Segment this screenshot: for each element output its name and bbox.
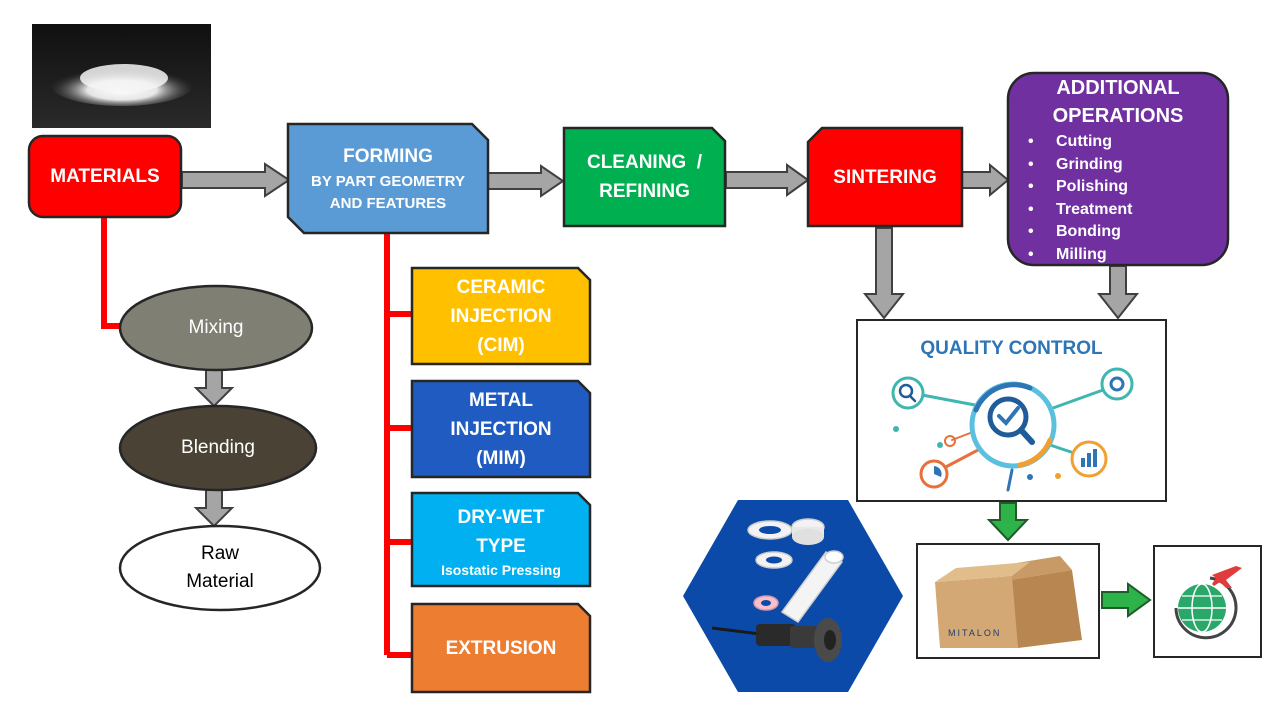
ceramic-line-3: (CIM) [477, 334, 525, 356]
op-item: Milling [1026, 244, 1132, 267]
extrusion-label: EXTRUSION [445, 637, 557, 659]
mixing-label: Mixing [188, 317, 244, 338]
ceramic-box-shape [410, 266, 592, 366]
forming-box: FORMING BY PART GEOMETRY AND FEATURES [288, 124, 488, 233]
raw-label-2: Material [186, 571, 254, 592]
blending-oval-shape [118, 404, 318, 492]
metal-line-3: (MIM) [476, 447, 526, 469]
op-item: Polishing [1026, 176, 1132, 199]
metal-line-2: INJECTION [450, 418, 552, 440]
cleaning-line-2: REFINING [599, 181, 690, 202]
metal-injection-box: METAL INJECTION (MIM) [412, 381, 590, 477]
raw-label-1: Raw [200, 543, 239, 564]
mixing-oval-shape [118, 284, 314, 372]
drywet-line-2: TYPE [476, 536, 526, 557]
arrow-sintering-qc [862, 227, 906, 320]
extrusion-box: EXTRUSION [412, 604, 590, 692]
mixing-oval: Mixing [120, 286, 312, 370]
materials-box-shape [27, 134, 183, 219]
drywet-line-3: Isostatic Pressing [441, 562, 561, 578]
qc-illustration [891, 367, 1134, 492]
additional-ops-title: ADDITIONAL OPERATIONS [1008, 74, 1228, 130]
blending-oval: Blending [120, 406, 316, 490]
materials-box: MATERIALS [29, 136, 181, 217]
drywet-line-1: DRY-WET [457, 507, 545, 528]
sintering-box-shape [806, 126, 964, 228]
op-item: Treatment [1026, 199, 1132, 222]
arrow-sintering-additional [961, 162, 1010, 198]
additional-title-1: ADDITIONAL [1056, 77, 1180, 99]
forming-title: FORMING [343, 146, 433, 167]
arrow-cleaning-sintering [725, 163, 810, 197]
forming-subtitle-2: AND FEATURES [329, 195, 447, 212]
op-item: Bonding [1026, 221, 1132, 244]
arrow-mixing-blending [193, 369, 235, 408]
green-arrows [986, 502, 1152, 618]
sintering-label: SINTERING [833, 166, 937, 188]
globe-plane-icon [1174, 566, 1242, 640]
op-item: Cutting [1026, 131, 1132, 154]
arrow-forming-cleaning [487, 164, 565, 198]
raw-oval-shape [118, 524, 322, 612]
cleaning-line-1: CLEANING / [586, 152, 703, 173]
additional-title-2: OPERATIONS [1052, 105, 1184, 127]
raw-material-oval: Raw Material [120, 526, 320, 610]
additional-ops-list: Cutting Grinding Polishing Treatment Bon… [1026, 131, 1132, 266]
metal-line-1: METAL [468, 389, 534, 411]
ceramic-line-2: INJECTION [450, 305, 552, 327]
parts-hexagon [683, 500, 903, 692]
arrow-additional-qc [1096, 265, 1140, 320]
quality-control-title: QUALITY CONTROL [920, 338, 1103, 359]
materials-label: MATERIALS [50, 166, 160, 187]
powder-photo [32, 24, 211, 128]
cardboard-box-illustration [935, 556, 1082, 648]
forming-box-shape [286, 122, 490, 235]
materials-connector [101, 218, 124, 329]
forming-subtitle-1: BY PART GEOMETRY [311, 173, 465, 190]
package-brand-label: MITALON [948, 628, 1002, 638]
drywet-box-shape [410, 491, 592, 588]
arrow-blending-raw [193, 489, 235, 528]
arrow-qc-package [986, 502, 1030, 542]
cleaning-box: CLEANING / REFINING [564, 128, 725, 226]
extrusion-box-shape [410, 602, 592, 694]
sintering-box: SINTERING [808, 128, 962, 226]
ceramic-injection-box: CERAMIC INJECTION (CIM) [412, 268, 590, 364]
arrow-materials-forming [181, 162, 291, 198]
dry-wet-box: DRY-WET TYPE Isostatic Pressing [412, 496, 590, 586]
metal-box-shape [410, 379, 592, 479]
gray-arrows [181, 162, 1140, 528]
ceramic-line-1: CERAMIC [456, 276, 546, 298]
cleaning-box-shape [562, 126, 727, 228]
op-item: Grinding [1026, 154, 1132, 177]
forming-connectors [384, 234, 412, 658]
arrow-package-shipping [1101, 582, 1152, 618]
blending-label: Blending [181, 437, 255, 458]
